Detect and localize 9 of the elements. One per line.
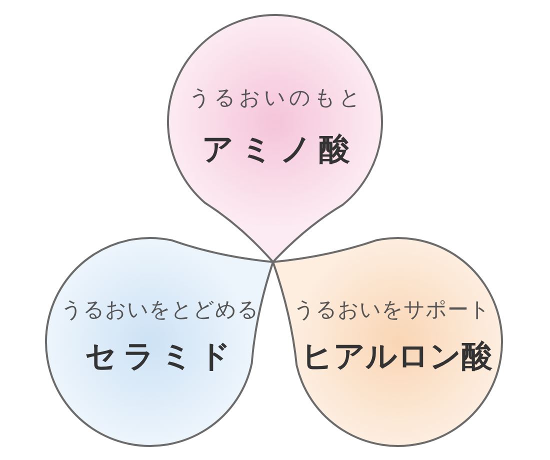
- drop-shape: [271, 236, 504, 448]
- heading-text: アミノ酸: [201, 134, 357, 166]
- subtitle-text: うるおいをとどめる: [61, 300, 259, 320]
- subtitle-text: うるおいをサポート: [294, 300, 490, 320]
- drop-shape: [44, 236, 275, 448]
- drop-shape: [166, 13, 384, 264]
- heading-text: ヒアルロン酸: [302, 342, 492, 372]
- heading-text: セラミド: [84, 342, 237, 372]
- subtitle-text: うるおいのもと: [188, 88, 364, 108]
